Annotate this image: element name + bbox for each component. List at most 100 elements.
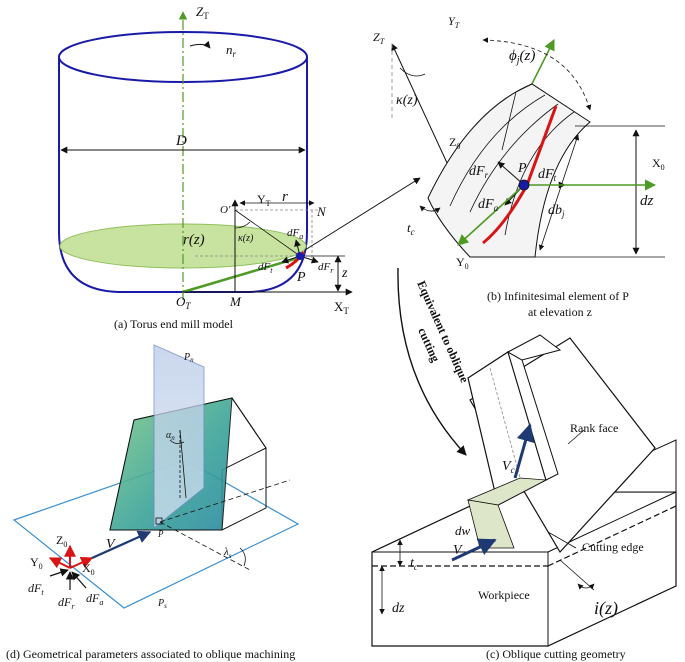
v-arrow-d	[91, 530, 152, 560]
label-p-d: P	[157, 529, 164, 539]
zt-axis-b	[391, 43, 455, 179]
label-phi: ϕj(z)	[509, 48, 535, 66]
tool-insert-top	[506, 334, 562, 361]
vc-arrow	[513, 423, 535, 479]
caption-c: (c) Oblique cutting geometry	[486, 647, 626, 661]
radius-line	[234, 209, 301, 257]
y0-axis-d	[48, 557, 71, 569]
label-dfr-a: dFr	[318, 261, 334, 275]
label-dz-b: dz	[640, 193, 654, 209]
label-alpha-n: αn	[166, 430, 175, 442]
label-ps: Ps	[157, 598, 167, 610]
label-tc-c: tc	[410, 556, 418, 572]
label-x0-d: X0	[82, 561, 95, 577]
label-y0-d: Y0	[30, 555, 43, 571]
point-p-a	[296, 252, 304, 260]
label-vc: Vc	[502, 459, 515, 475]
rz-vector	[182, 256, 299, 294]
label-pn: Pn	[183, 352, 194, 364]
caption-a: (a) Torus end mill model	[114, 317, 234, 331]
element-body	[427, 83, 591, 258]
label-workpiece: Workpiece	[478, 588, 530, 602]
edge-projection	[159, 479, 291, 523]
dfa-arrow-d	[71, 571, 87, 589]
transition-arrow-group: Equivalent to oblique cutting	[397, 267, 472, 456]
label-dft-d: dFt	[28, 581, 44, 597]
label-dbj: dbj	[548, 203, 565, 219]
label-nr: nr	[226, 42, 237, 59]
label-z0-b: Z0	[449, 135, 460, 151]
zoom-connector-arrow	[304, 177, 421, 251]
wedge-top-edge	[231, 397, 267, 449]
label-yt-a: YT	[257, 192, 271, 208]
element-inner-edge-2	[469, 103, 559, 213]
x0-axis-d	[69, 557, 94, 569]
dft-arrow-d	[49, 568, 69, 577]
label-lambda-s: λs	[223, 546, 232, 560]
label-r: r	[282, 189, 288, 205]
chip-front	[467, 499, 515, 549]
label-p-b: P	[517, 161, 527, 176]
kappa-arc-a	[234, 221, 251, 229]
label-x0-b: X0	[652, 156, 665, 172]
wedge-back-edge	[221, 447, 267, 530]
label-z-a: z	[341, 266, 348, 281]
tc-indicator-b	[419, 205, 441, 214]
label-dft-b: dFt	[538, 167, 557, 183]
label-zt-b: ZT	[373, 30, 385, 46]
label-rz: r(z)	[183, 232, 205, 248]
alpha-face-line	[179, 429, 187, 499]
panel-a-torus-end-mill: ZT nr D O' YT r N r(z) κ(z) dFa dFt dFr …	[58, 4, 421, 331]
normal-plane-pn	[153, 344, 205, 530]
label-tc-b: tc	[407, 220, 415, 237]
panel-b-infinitesimal-element: ZT YT ϕj(z) κ(z) Z0 dFr P dFt X0 dFa dbj…	[373, 14, 665, 319]
label-z0-d: Z0	[56, 533, 67, 549]
dbj-dimension	[538, 134, 580, 251]
lambda-arc	[239, 547, 246, 567]
dfr-arrow-b	[497, 161, 525, 186]
label-dfa-d: dFa	[86, 591, 103, 607]
velocity-projection	[159, 521, 251, 571]
caption-d: (d) Geometrical parameters associated to…	[6, 647, 295, 661]
y0-axis-b	[457, 184, 525, 246]
v-arrow-c	[451, 538, 497, 562]
label-rank-face: Rank face	[570, 421, 618, 435]
iz-arc	[577, 583, 595, 590]
alpha-arc	[169, 439, 185, 444]
label-dfa-b: dFa	[478, 197, 499, 213]
phi-arc	[482, 37, 592, 111]
equivalence-arrow	[397, 267, 467, 456]
label-dft-a: dFt	[258, 261, 273, 275]
label-p-a: P	[296, 270, 306, 285]
kappa-arc-b	[399, 67, 426, 77]
label-kappa-b: κ(z)	[396, 93, 418, 108]
label-dfr-d: dFr	[58, 595, 75, 611]
label-kappa-a: κ(z)	[238, 233, 254, 244]
label-n: N	[316, 204, 327, 219]
label-dfr-b: dFr	[469, 164, 489, 180]
label-dfa-a: dFa	[287, 227, 303, 241]
point-p-b	[518, 179, 530, 191]
label-y0-b: Y0	[456, 255, 469, 271]
label-o-prime: O'	[220, 204, 231, 216]
label-zt-a: ZT	[196, 4, 209, 21]
label-dw: dw	[455, 523, 471, 538]
panel-d-geometric-parameters: Pn αn Z0 Y0 X0 V P λs dFt dFr dFa Ps (d)…	[6, 344, 300, 661]
rank-face-leader	[567, 429, 585, 445]
label-iz: i(z)	[594, 598, 618, 619]
label-cutting-edge: Cutting edge	[582, 540, 644, 554]
label-yt-b: YT	[448, 14, 460, 30]
label-ot: OT	[176, 294, 191, 311]
label-dz-c: dz	[392, 601, 405, 616]
chip-thickness-line-side	[547, 505, 677, 567]
cutting-edge-leader	[547, 531, 577, 549]
label-xt-a: XT	[334, 299, 349, 316]
panel-c-oblique-cutting: Rank face Vc dw V tc Cutting edge Workpi…	[371, 334, 677, 661]
caption-b-line1: (b) Infinitesimal element of P	[487, 289, 629, 303]
label-v-c: V	[453, 543, 463, 558]
label-d: D	[175, 133, 187, 149]
rotation-arrow	[189, 40, 211, 49]
label-v-d: V	[106, 537, 116, 552]
